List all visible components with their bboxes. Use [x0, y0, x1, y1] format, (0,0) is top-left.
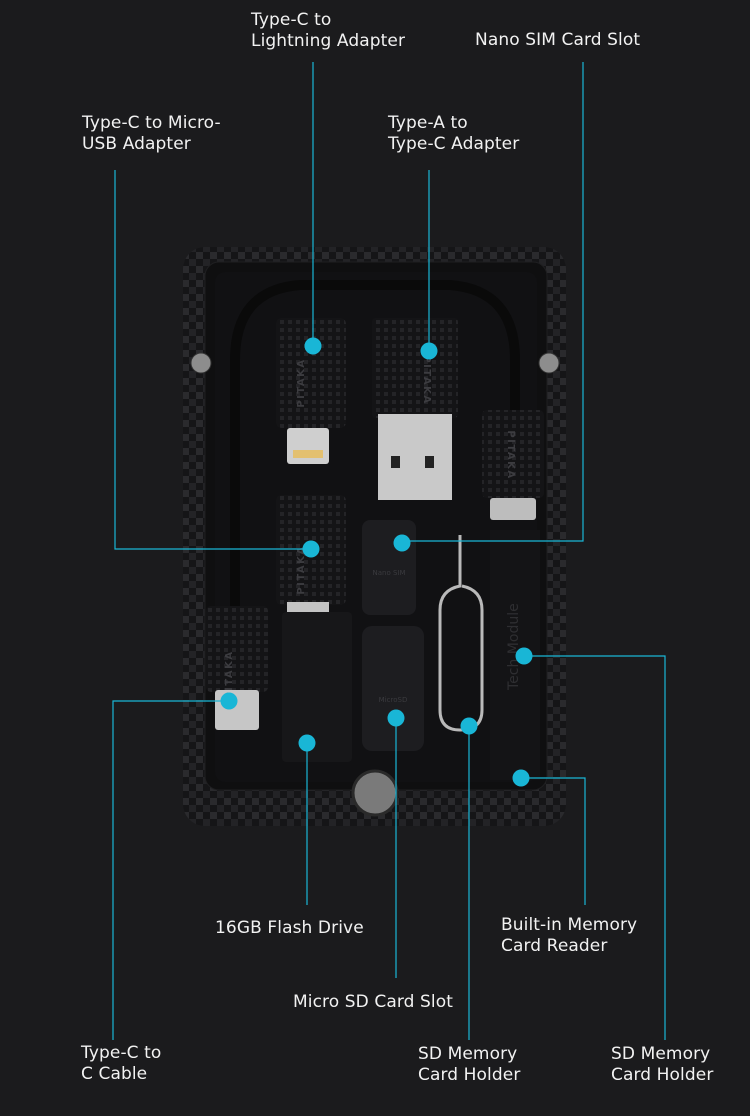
leader-nano-sim: [402, 62, 584, 542]
leader-lines: [112, 62, 666, 1040]
label-sd-holder-left: SD Memory Card Holder: [418, 1044, 521, 1085]
dot-card-reader: [512, 769, 530, 787]
dot-nano-sim: [393, 534, 411, 552]
screw-right: [538, 352, 560, 374]
dot-type-a: [420, 342, 438, 360]
screw-left: [190, 352, 212, 374]
label-c-cable: Type-C to C Cable: [81, 1043, 162, 1084]
module-text: Tech Module: [506, 603, 522, 691]
label-sd-holder-right: SD Memory Card Holder: [611, 1044, 714, 1085]
leader-c-cable: [112, 700, 229, 1040]
label-nano-sim-slot: Nano SIM Card Slot: [475, 30, 641, 50]
dot-micro-sd: [387, 709, 405, 727]
label-flash-drive: 16GB Flash Drive: [215, 918, 364, 938]
dot-micro-usb: [302, 540, 320, 558]
dot-sd-holder-left: [460, 717, 478, 735]
callout-dots: [220, 337, 533, 787]
micro-sd-text: MicroSD: [379, 696, 408, 704]
leader-sd-holder-right: [524, 655, 666, 1040]
device: Tech Module PITAKA PITAKA PITAKA PITAKA …: [183, 247, 566, 826]
center-button: [351, 769, 399, 817]
dot-sd-holder-right: [515, 647, 533, 665]
dot-flash: [298, 734, 316, 752]
brand-text-type-a-adapter: PITAKA: [421, 355, 432, 404]
brand-text-micro-usb-adapter: PITAKA: [296, 545, 307, 594]
brand-text-lightning-adapter: PITAKA: [296, 358, 307, 407]
label-lightning-adapter: Type-C to Lightning Adapter: [251, 10, 406, 51]
leader-micro-usb: [114, 170, 311, 550]
label-micro-usb-adapter: Type-C to Micro- USB Adapter: [82, 113, 221, 154]
dot-lightning: [304, 337, 322, 355]
leader-card-reader: [521, 777, 586, 905]
label-card-reader: Built-in Memory Card Reader: [501, 915, 638, 956]
brand-text-right-cable: PITAKA: [505, 430, 516, 479]
brand-text-left-cable: PITAKA: [224, 650, 235, 699]
nano-sim-text: Nano SIM: [372, 569, 405, 577]
label-type-a-adapter: Type-A to Type-C Adapter: [388, 113, 520, 154]
dot-c-cable: [220, 692, 238, 710]
label-micro-sd-slot: Micro SD Card Slot: [293, 992, 453, 1012]
